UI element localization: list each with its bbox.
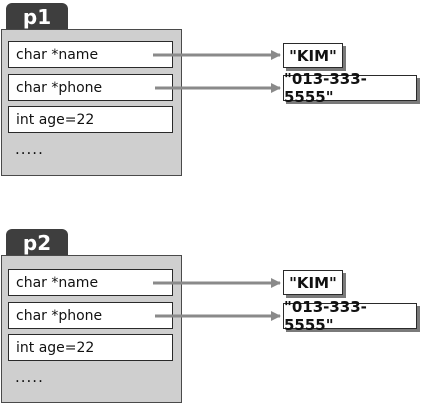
p1-name-value: "KIM" (283, 43, 343, 68)
struct-p1-label: p1 (6, 3, 68, 31)
p1-more-dots: ..... (15, 140, 44, 158)
p2-phone-value: "013-333-5555" (283, 298, 417, 334)
struct-p2-label: p2 (6, 229, 68, 257)
p2-field-name: char *name (8, 269, 173, 296)
p2-field-phone: char *phone (8, 302, 173, 329)
p1-phone-value: "013-333-5555" (283, 70, 417, 106)
p2-more-dots: ..... (15, 368, 44, 386)
p2-field-age: int age=22 (8, 334, 173, 361)
p2-name-value: "KIM" (283, 270, 343, 295)
p1-field-age: int age=22 (8, 106, 173, 133)
p1-field-phone: char *phone (8, 74, 173, 101)
